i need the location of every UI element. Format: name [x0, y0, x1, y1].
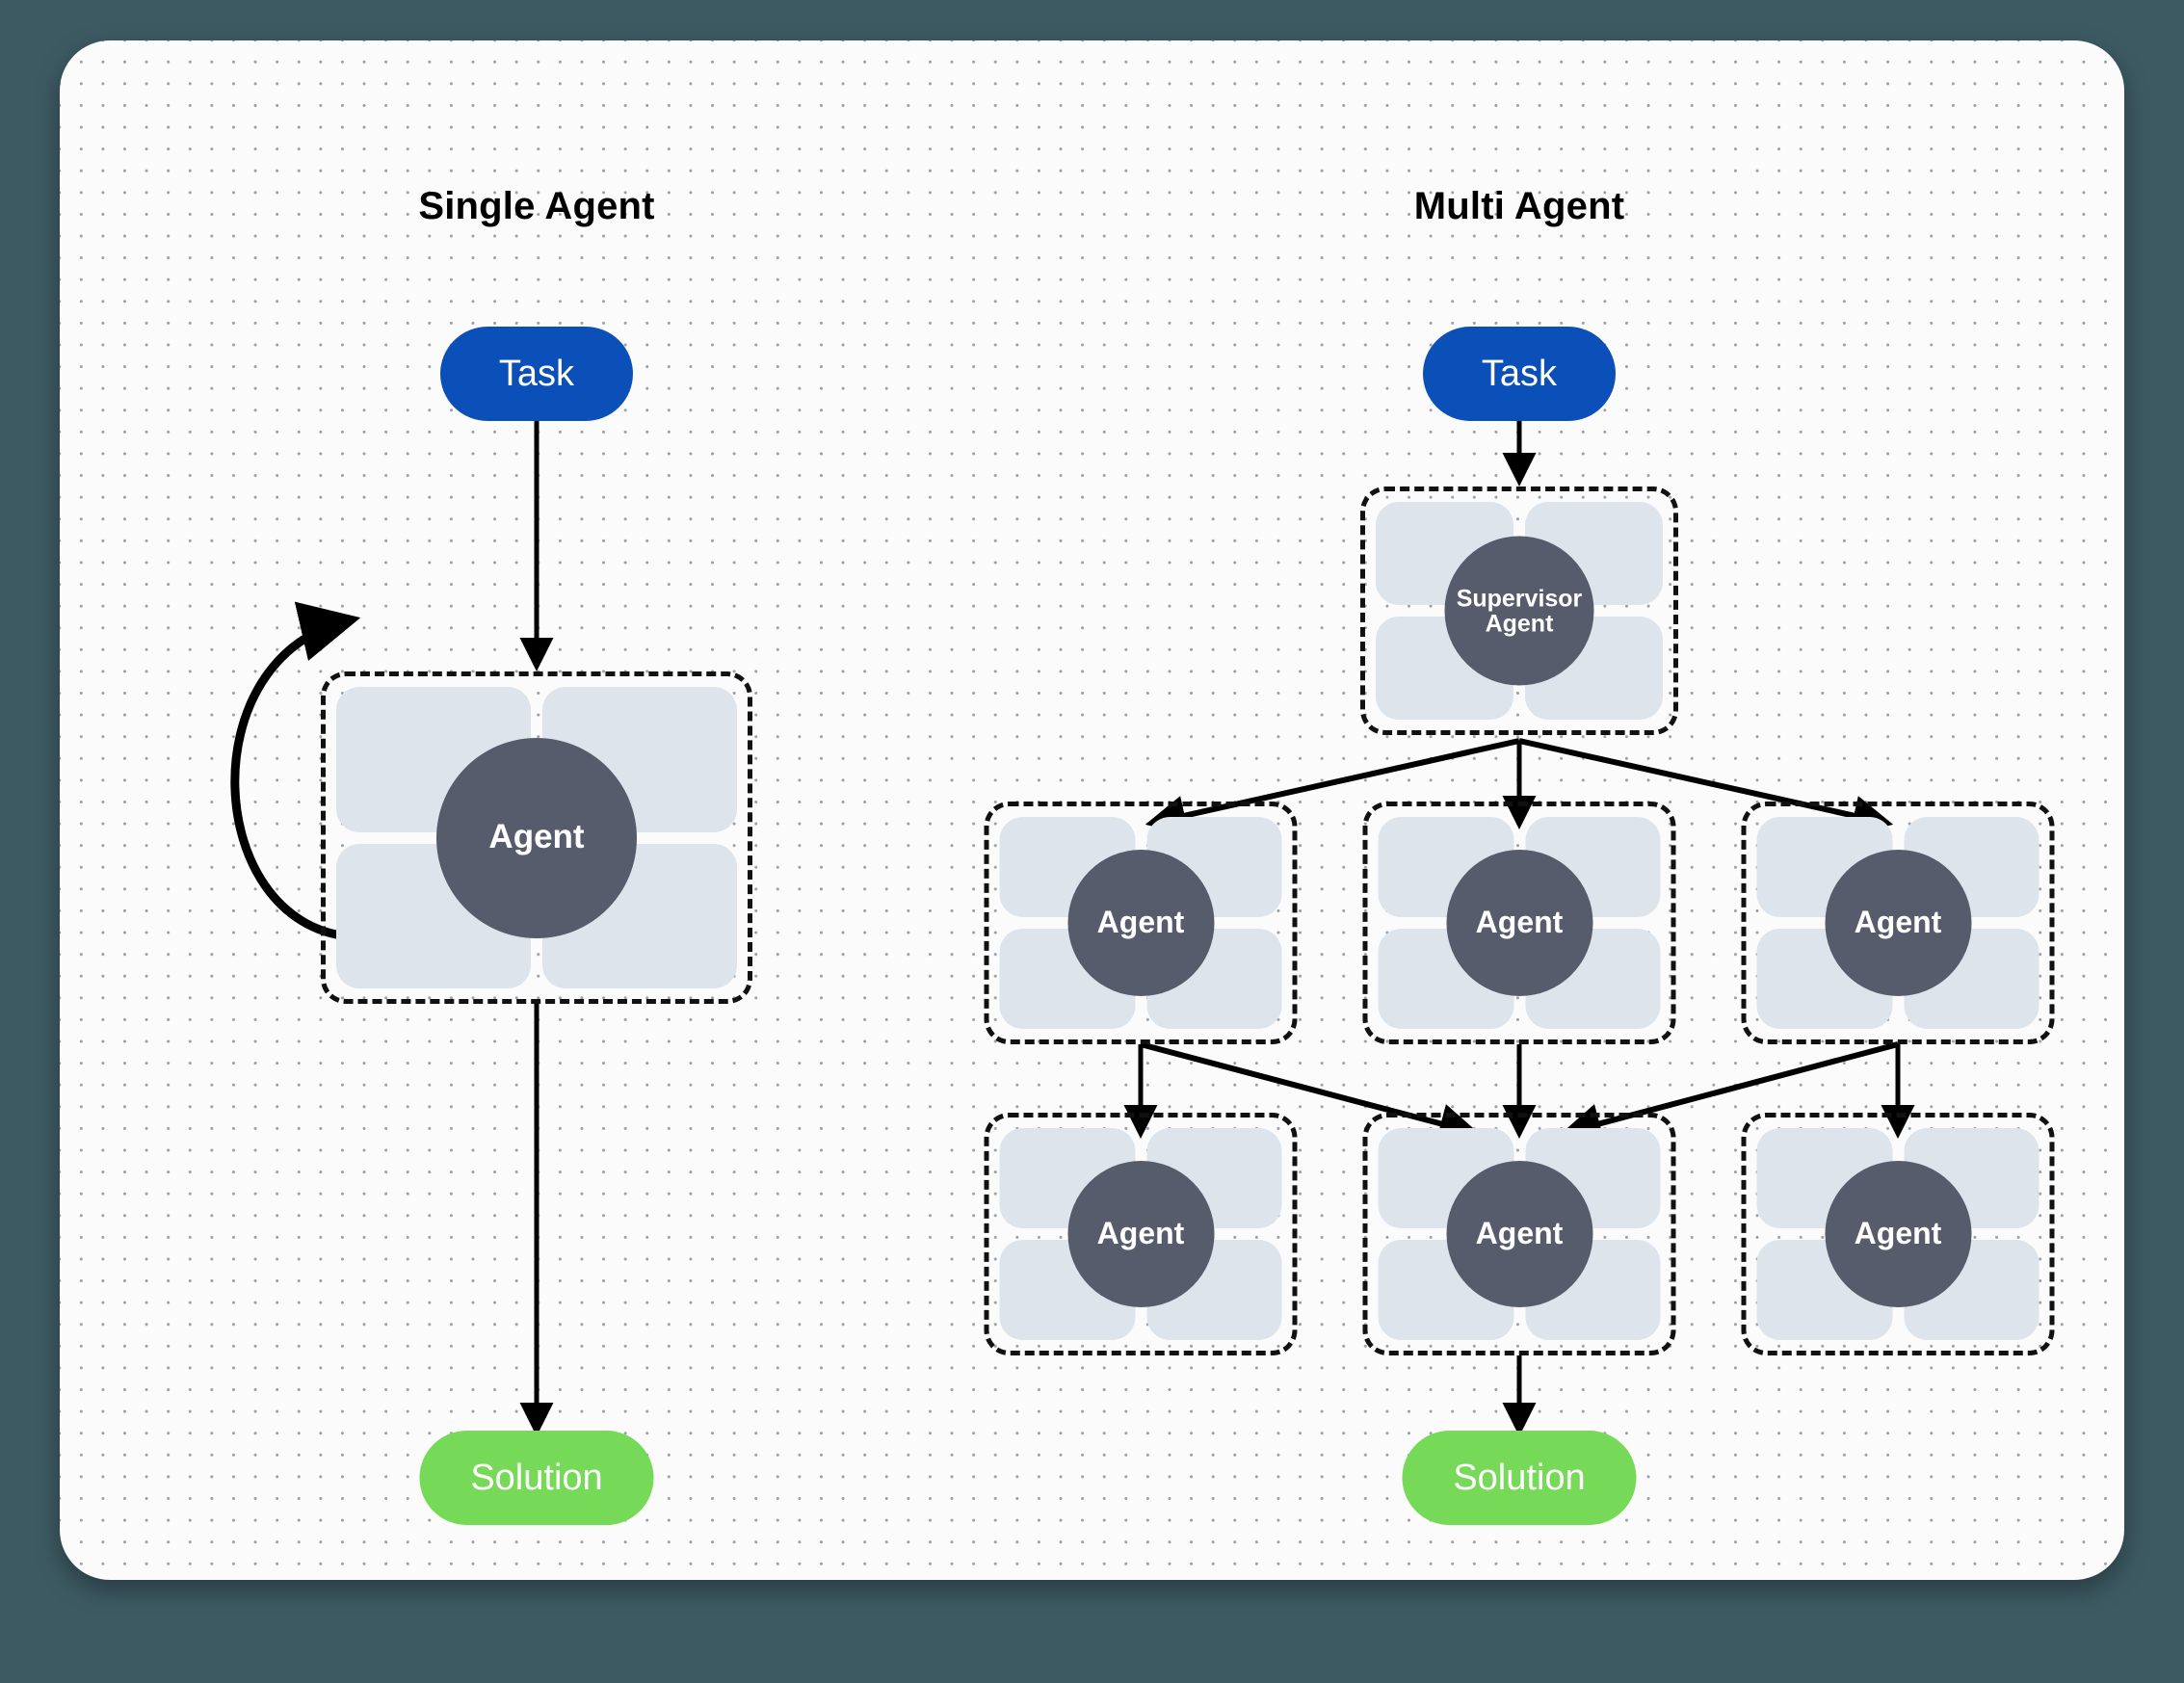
- agent-core-label: Agent: [1475, 1216, 1564, 1251]
- agent-core-single: Agent: [436, 737, 637, 938]
- supervisor-label-line1: Supervisor: [1456, 585, 1583, 612]
- diagram-card: Single Agent Task Agent Solution Multi A…: [60, 40, 2124, 1580]
- supervisor-label-line2: Agent: [1485, 610, 1554, 637]
- solution-node-multi[interactable]: Solution: [1402, 1431, 1637, 1525]
- supervisor-agent-node[interactable]: Supervisor Agent: [1360, 486, 1678, 735]
- agent-node-row2-left[interactable]: Agent: [984, 1113, 1298, 1355]
- agent-node-single[interactable]: Agent: [321, 671, 752, 1004]
- solution-node-single[interactable]: Solution: [419, 1431, 654, 1525]
- solution-node-multi-label: Solution: [1453, 1457, 1586, 1498]
- agent-node-row1-left[interactable]: Agent: [984, 802, 1298, 1044]
- agent-core-label: Agent: [1096, 905, 1185, 940]
- task-node-multi[interactable]: Task: [1423, 327, 1616, 421]
- agent-core-row2-center: Agent: [1446, 1161, 1592, 1307]
- panel-title-single-agent: Single Agent: [418, 185, 655, 227]
- task-node-single[interactable]: Task: [440, 327, 633, 421]
- solution-node-single-label: Solution: [470, 1457, 603, 1498]
- supervisor-agent-core: Supervisor Agent: [1444, 536, 1594, 686]
- agent-core-single-label: Agent: [488, 818, 585, 856]
- agent-node-row2-center[interactable]: Agent: [1362, 1113, 1676, 1355]
- agent-core-label: Agent: [1854, 905, 1942, 940]
- agent-node-row1-right[interactable]: Agent: [1741, 802, 2055, 1044]
- agent-core-label: Agent: [1854, 1216, 1942, 1251]
- task-node-multi-label: Task: [1481, 353, 1558, 394]
- agent-core-row2-right: Agent: [1825, 1161, 1971, 1307]
- agent-core-label: Agent: [1096, 1216, 1185, 1251]
- task-node-single-label: Task: [498, 353, 575, 394]
- agent-core-label: Agent: [1475, 905, 1564, 940]
- agent-node-row2-right[interactable]: Agent: [1741, 1113, 2055, 1355]
- agent-core-row1-left: Agent: [1067, 850, 1214, 996]
- panel-title-multi-agent: Multi Agent: [1413, 185, 1625, 227]
- agent-core-row2-left: Agent: [1067, 1161, 1214, 1307]
- diagram-canvas: Single Agent Task Agent Solution Multi A…: [60, 40, 2124, 1580]
- agent-node-row1-center[interactable]: Agent: [1362, 802, 1676, 1044]
- agent-core-row1-right: Agent: [1825, 850, 1971, 996]
- agent-core-row1-center: Agent: [1446, 850, 1592, 996]
